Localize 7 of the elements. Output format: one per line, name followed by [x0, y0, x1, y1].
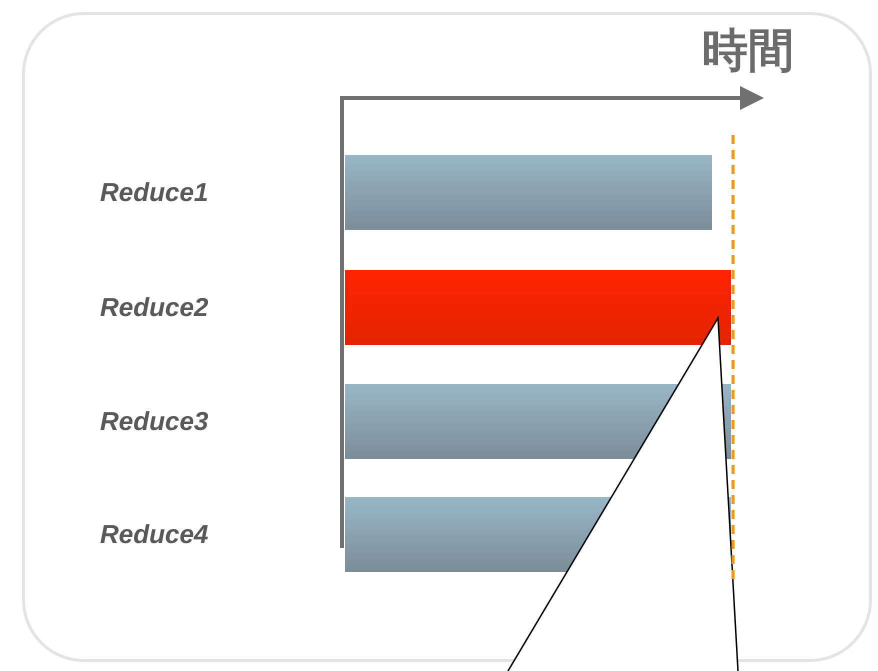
bar-label: Reduce3	[100, 406, 208, 436]
bar-label: Reduce2	[100, 292, 208, 322]
bar-label: Reduce4	[100, 519, 208, 549]
task-bar	[345, 155, 712, 230]
bar-label: Reduce1	[100, 177, 208, 207]
task-bar	[345, 270, 731, 345]
axis-label: 時間	[702, 22, 794, 79]
